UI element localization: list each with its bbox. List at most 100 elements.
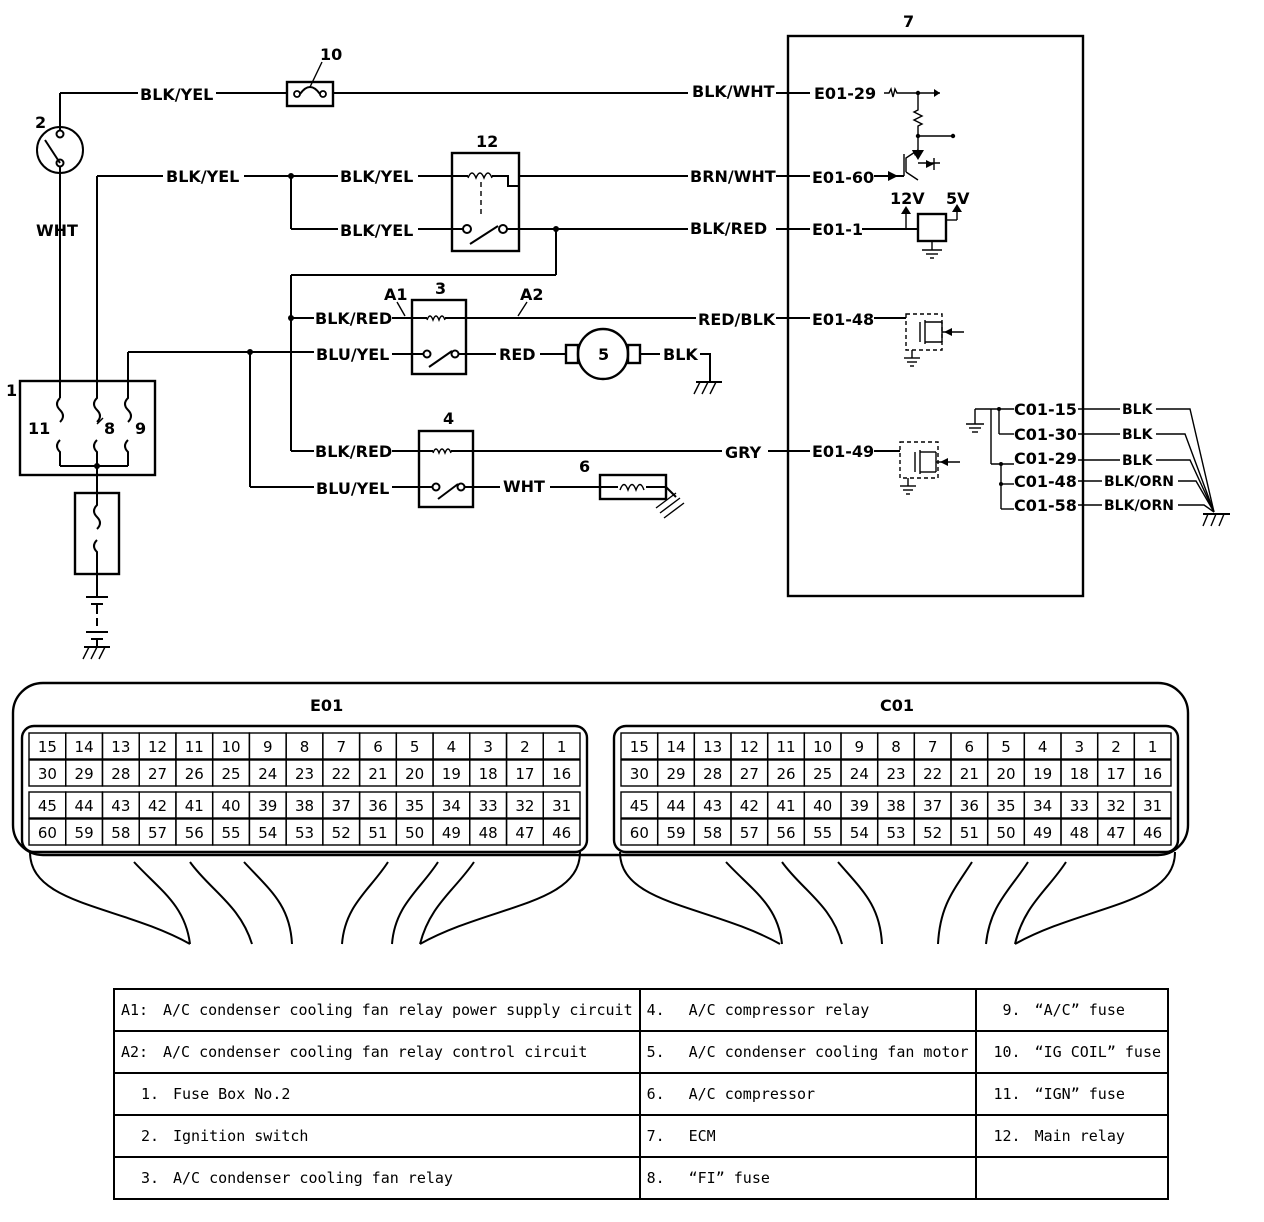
connector-housing-outer bbox=[11, 681, 1190, 857]
legend-cell bbox=[974, 1156, 1170, 1200]
e01-pin-label: 47 bbox=[515, 824, 534, 842]
legend-key: 1. bbox=[140, 1085, 159, 1103]
c01-pin-label: 3 bbox=[1075, 738, 1085, 756]
c01-pin-label: 12 bbox=[740, 738, 759, 756]
ground-wire-label-1: BLK bbox=[1122, 402, 1154, 418]
e01-pin-label: 30 bbox=[38, 765, 57, 783]
circuit-a2-label: A2 bbox=[520, 285, 544, 304]
e01-pin-label: 22 bbox=[332, 765, 351, 783]
legend-table: A1:A/C condenser cooling fan relay power… bbox=[113, 988, 1170, 1200]
e01-pin-label: 58 bbox=[111, 824, 130, 842]
e01-pin-cell bbox=[542, 732, 581, 760]
legend-cell: 11.“IGN” fuse bbox=[974, 1072, 1170, 1116]
wire-label-blk-yel-4: BLK/YEL bbox=[340, 221, 413, 240]
ecm-label-5v: 5V bbox=[946, 189, 970, 208]
ecm-pin-e01-60: E01-60 bbox=[812, 168, 874, 187]
legend-key: 12. bbox=[993, 1127, 1021, 1145]
e01-pin-label: 34 bbox=[442, 797, 461, 815]
legend-value: A/C condenser cooling fan relay power su… bbox=[163, 1001, 633, 1019]
ecm-box bbox=[786, 34, 1085, 598]
legend-value: “IG COIL” fuse bbox=[1034, 1043, 1162, 1061]
e01-pin-label: 26 bbox=[185, 765, 204, 783]
c01-pin-label: 59 bbox=[666, 824, 685, 842]
e01-pin-label: 29 bbox=[75, 765, 94, 783]
ground-wire-label-5: BLK/ORN bbox=[1104, 498, 1174, 514]
c01-pin-label: 25 bbox=[813, 765, 832, 783]
connector-e01-name: E01 bbox=[310, 696, 343, 715]
e01-pin-label: 52 bbox=[332, 824, 351, 842]
legend-row: A1:A/C condenser cooling fan relay power… bbox=[113, 988, 1170, 1032]
c01-pin-label: 28 bbox=[703, 765, 722, 783]
compressor-relay bbox=[417, 429, 475, 509]
wire-label-blu-yel-1: BLU/YEL bbox=[316, 345, 389, 364]
c01-pin-label: 4 bbox=[1038, 738, 1048, 756]
c01-pin-label: 22 bbox=[923, 765, 942, 783]
e01-pin-label: 46 bbox=[552, 824, 571, 842]
legend-key: 7. bbox=[646, 1127, 665, 1145]
legend-cell: 12. Main relay bbox=[974, 1114, 1170, 1158]
e01-pin-label: 60 bbox=[38, 824, 57, 842]
c01-pin-label: 40 bbox=[813, 797, 832, 815]
legend-key: 10. bbox=[993, 1043, 1021, 1061]
e01-pin-label: 8 bbox=[300, 738, 310, 756]
e01-pin-label: 40 bbox=[221, 797, 240, 815]
c01-pin-label: 23 bbox=[886, 765, 905, 783]
connector-e01-frame bbox=[20, 724, 589, 854]
ground-symbol-fan bbox=[693, 381, 722, 395]
circuit-a1-label: A1 bbox=[384, 285, 408, 304]
wire-label-wht-comp: WHT bbox=[503, 477, 545, 496]
c01-pin-label: 9 bbox=[855, 738, 865, 756]
e01-pin-label: 11 bbox=[185, 738, 204, 756]
e01-pin-label: 33 bbox=[479, 797, 498, 815]
e01-pin-label: 53 bbox=[295, 824, 314, 842]
e01-pin-label: 4 bbox=[447, 738, 457, 756]
ecm-pin-c01-15: C01-15 bbox=[1014, 400, 1077, 419]
c01-pin-label: 13 bbox=[703, 738, 722, 756]
c01-pin-label: 10 bbox=[813, 738, 832, 756]
ecm-pin-e01-49: E01-49 bbox=[812, 442, 874, 461]
legend-cell: 9.“A/C” fuse bbox=[974, 988, 1170, 1032]
c01-pin-label: 21 bbox=[960, 765, 979, 783]
e01-pin-label: 59 bbox=[75, 824, 94, 842]
e01-pin-label: 3 bbox=[483, 738, 493, 756]
e01-pin-label: 57 bbox=[148, 824, 167, 842]
legend-value: A/C compressor bbox=[688, 1085, 816, 1103]
c01-pin-label: 6 bbox=[965, 738, 975, 756]
ecm-transistor-e01-60 bbox=[903, 136, 940, 181]
e01-pin-label: 37 bbox=[332, 797, 351, 815]
fan-relay-number: 3 bbox=[435, 279, 446, 298]
e01-pin-label: 7 bbox=[336, 738, 346, 756]
wire-label-blk-yel-3: BLK/YEL bbox=[340, 167, 413, 186]
e01-pin-label: 36 bbox=[368, 797, 387, 815]
legend-value: A/C condenser cooling fan motor bbox=[688, 1043, 969, 1061]
legend-value: Main relay bbox=[1034, 1127, 1125, 1145]
ecm-fet-e01-49 bbox=[899, 441, 960, 495]
e01-pin-label: 13 bbox=[111, 738, 130, 756]
c01-pin-label: 11 bbox=[776, 738, 795, 756]
c01-pin-label: 54 bbox=[850, 824, 869, 842]
e01-pin-label: 42 bbox=[148, 797, 167, 815]
legend-cell: A1:A/C condenser cooling fan relay power… bbox=[113, 988, 641, 1032]
legend-cell: 2.Ignition switch bbox=[113, 1114, 641, 1158]
e01-pin-label: 15 bbox=[38, 738, 57, 756]
legend-value: “FI” fuse bbox=[688, 1169, 770, 1187]
c01-pin-label: 8 bbox=[891, 738, 901, 756]
ecm-pin-e01-48: E01-48 bbox=[812, 310, 874, 329]
c01-pin-label: 56 bbox=[776, 824, 795, 842]
e01-pin-label: 12 bbox=[148, 738, 167, 756]
ground-wire-label-4: BLK/ORN bbox=[1104, 474, 1174, 490]
e01-pin-label: 48 bbox=[479, 824, 498, 842]
ecm-internal-ground bbox=[966, 407, 1014, 510]
c01-pin-label: 38 bbox=[886, 797, 905, 815]
e01-pin-label: 9 bbox=[263, 738, 273, 756]
wire-label-blk-yel-2: BLK/YEL bbox=[166, 167, 239, 186]
legend-value: A/C condenser cooling fan relay bbox=[173, 1169, 453, 1187]
ecm-number: 7 bbox=[903, 12, 914, 31]
c01-pin-label: 1 bbox=[1148, 738, 1158, 756]
ecm-pin-c01-48: C01-48 bbox=[1014, 472, 1077, 491]
c01-pin-label: 47 bbox=[1106, 824, 1125, 842]
wire-label-blu-yel-2: BLU/YEL bbox=[316, 479, 389, 498]
e01-pin-label: 24 bbox=[258, 765, 277, 783]
e01-pin-label: 31 bbox=[552, 797, 571, 815]
